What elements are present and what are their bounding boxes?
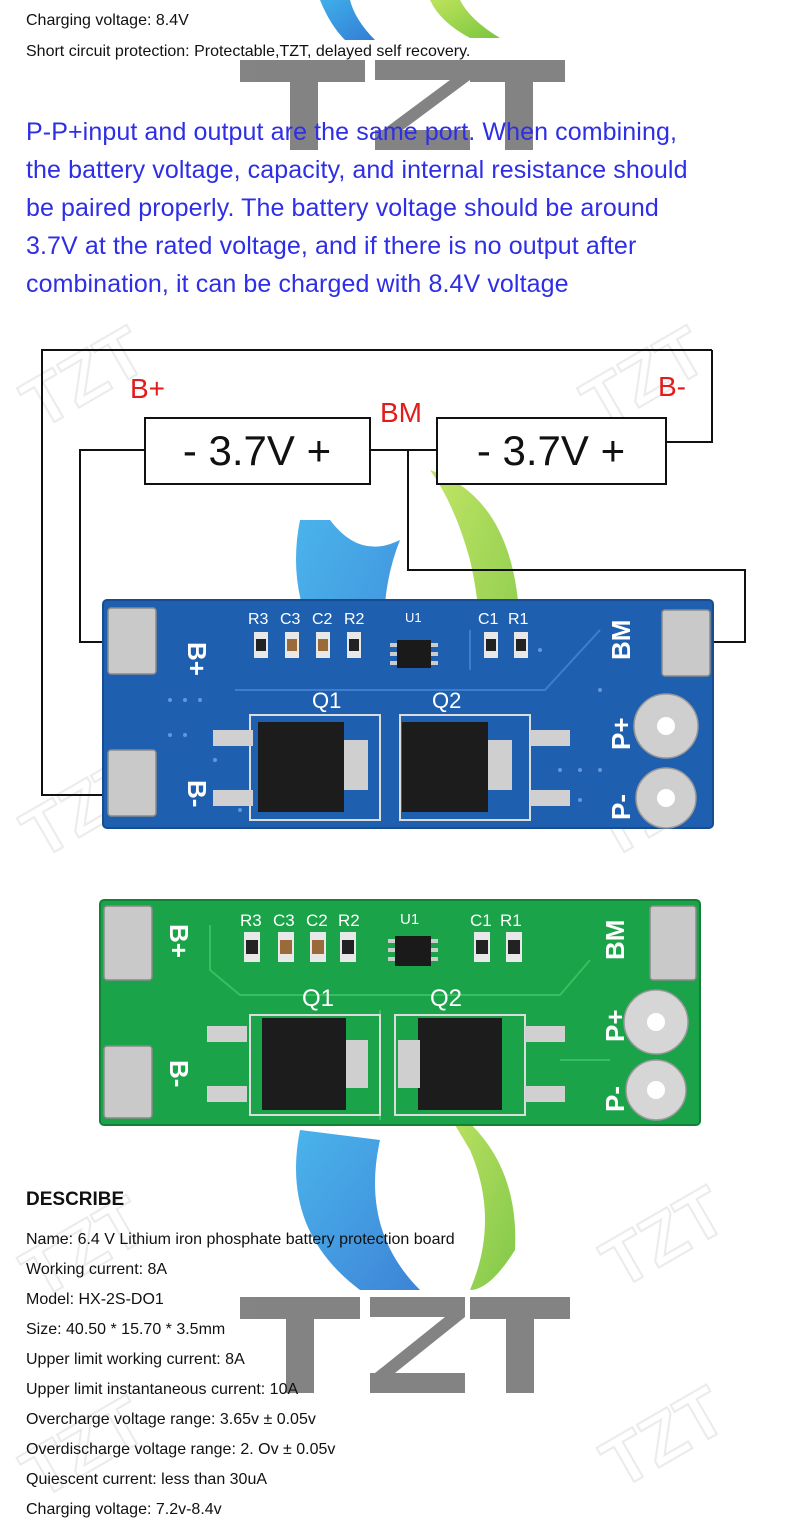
silk-c1: C1	[478, 611, 499, 628]
silk-c3: C3	[280, 611, 301, 628]
note-line: combination, it can be charged with 8.4V…	[26, 270, 569, 298]
label-bm: BM	[380, 397, 422, 428]
silk2-u1: U1	[400, 911, 419, 928]
label-b-minus: B-	[658, 371, 686, 402]
describe-heading: DESCRIBE	[26, 1189, 125, 1210]
wiring-diagram: - 3.7V + - 3.7V + B+ BM B-	[41, 349, 746, 829]
describe-line: Working current: 8A	[26, 1261, 168, 1278]
note-line: the battery voltage, capacity, and inter…	[26, 156, 688, 184]
silk2-b-minus: B-	[164, 1060, 194, 1087]
green-pcb: B+ B- BM P+ P- R3 C3 C2 R2 U1 C1 R1 Q1 Q…	[99, 899, 701, 1126]
pad-b-minus	[107, 749, 157, 817]
silk-u1: U1	[405, 610, 422, 625]
silk-p-plus: P+	[606, 717, 636, 750]
describe-line: Model: HX-2S-DO1	[26, 1291, 164, 1308]
silk-r1: R1	[508, 611, 529, 628]
silk-b-minus: B-	[182, 780, 212, 807]
silk2-q1: Q1	[302, 985, 334, 1012]
silk-b-plus: B+	[182, 642, 212, 676]
silk2-q2: Q2	[430, 985, 462, 1012]
note-line: P-P+input and output are the same port. …	[26, 118, 678, 146]
describe-line: Overcharge voltage range: 3.65v ± 0.05v	[26, 1411, 316, 1428]
silk-q2: Q2	[432, 688, 461, 713]
describe-line: Name: 6.4 V Lithium iron phosphate batte…	[26, 1231, 455, 1248]
silk2-c2: C2	[306, 911, 328, 930]
label-b-plus: B+	[130, 373, 165, 404]
silk2-p-minus: P-	[600, 1086, 630, 1112]
silk2-r2: R2	[338, 911, 360, 930]
cell-right-label: - 3.7V +	[477, 427, 625, 474]
spec-charging-voltage: Charging voltage: 8.4V	[26, 12, 189, 29]
silk-r2: R2	[344, 611, 365, 628]
silk-q1: Q1	[312, 688, 341, 713]
spec-short-circuit: Short circuit protection: Protectable,TZ…	[26, 43, 471, 60]
describe-line: Quiescent current: less than 30uA	[26, 1471, 268, 1488]
silk2-r1: R1	[500, 911, 522, 930]
describe-line: Upper limit working current: 8A	[26, 1351, 245, 1368]
blue-pcb: B+ B- BM P+ P- R3 C3 C2 R2 U1 C1 R1 Q1 Q…	[102, 599, 714, 829]
battery-cell-left: - 3.7V +	[144, 417, 371, 485]
silk2-bm: BM	[600, 920, 630, 960]
pad-b-plus	[107, 607, 157, 675]
silk-bm: BM	[606, 620, 636, 660]
silk2-c3: C3	[273, 911, 295, 930]
describe-line: Upper limit instantaneous current: 10A	[26, 1381, 299, 1398]
silk-c2: C2	[312, 611, 333, 628]
describe-line: Size: 40.50 * 15.70 * 3.5mm	[26, 1321, 226, 1338]
silk-p-minus: P-	[606, 794, 636, 820]
silk2-r3: R3	[240, 911, 262, 930]
silk-r3: R3	[248, 611, 269, 628]
note-line: be paired properly. The battery voltage …	[26, 194, 659, 222]
describe-line: Charging voltage: 7.2v-8.4v	[26, 1501, 222, 1518]
silk2-c1: C1	[470, 911, 492, 930]
cell-left-label: - 3.7V +	[183, 427, 331, 474]
usage-note: P-P+input and output are the same port. …	[26, 113, 786, 303]
silk2-p-plus: P+	[600, 1009, 630, 1042]
battery-cell-right: - 3.7V +	[436, 417, 667, 485]
silk2-b-plus: B+	[164, 924, 194, 958]
describe-line: Overdischarge voltage range: 2. Ov ± 0.0…	[26, 1441, 336, 1458]
pad-bm	[661, 609, 711, 677]
note-line: 3.7V at the rated voltage, and if there …	[26, 232, 637, 260]
